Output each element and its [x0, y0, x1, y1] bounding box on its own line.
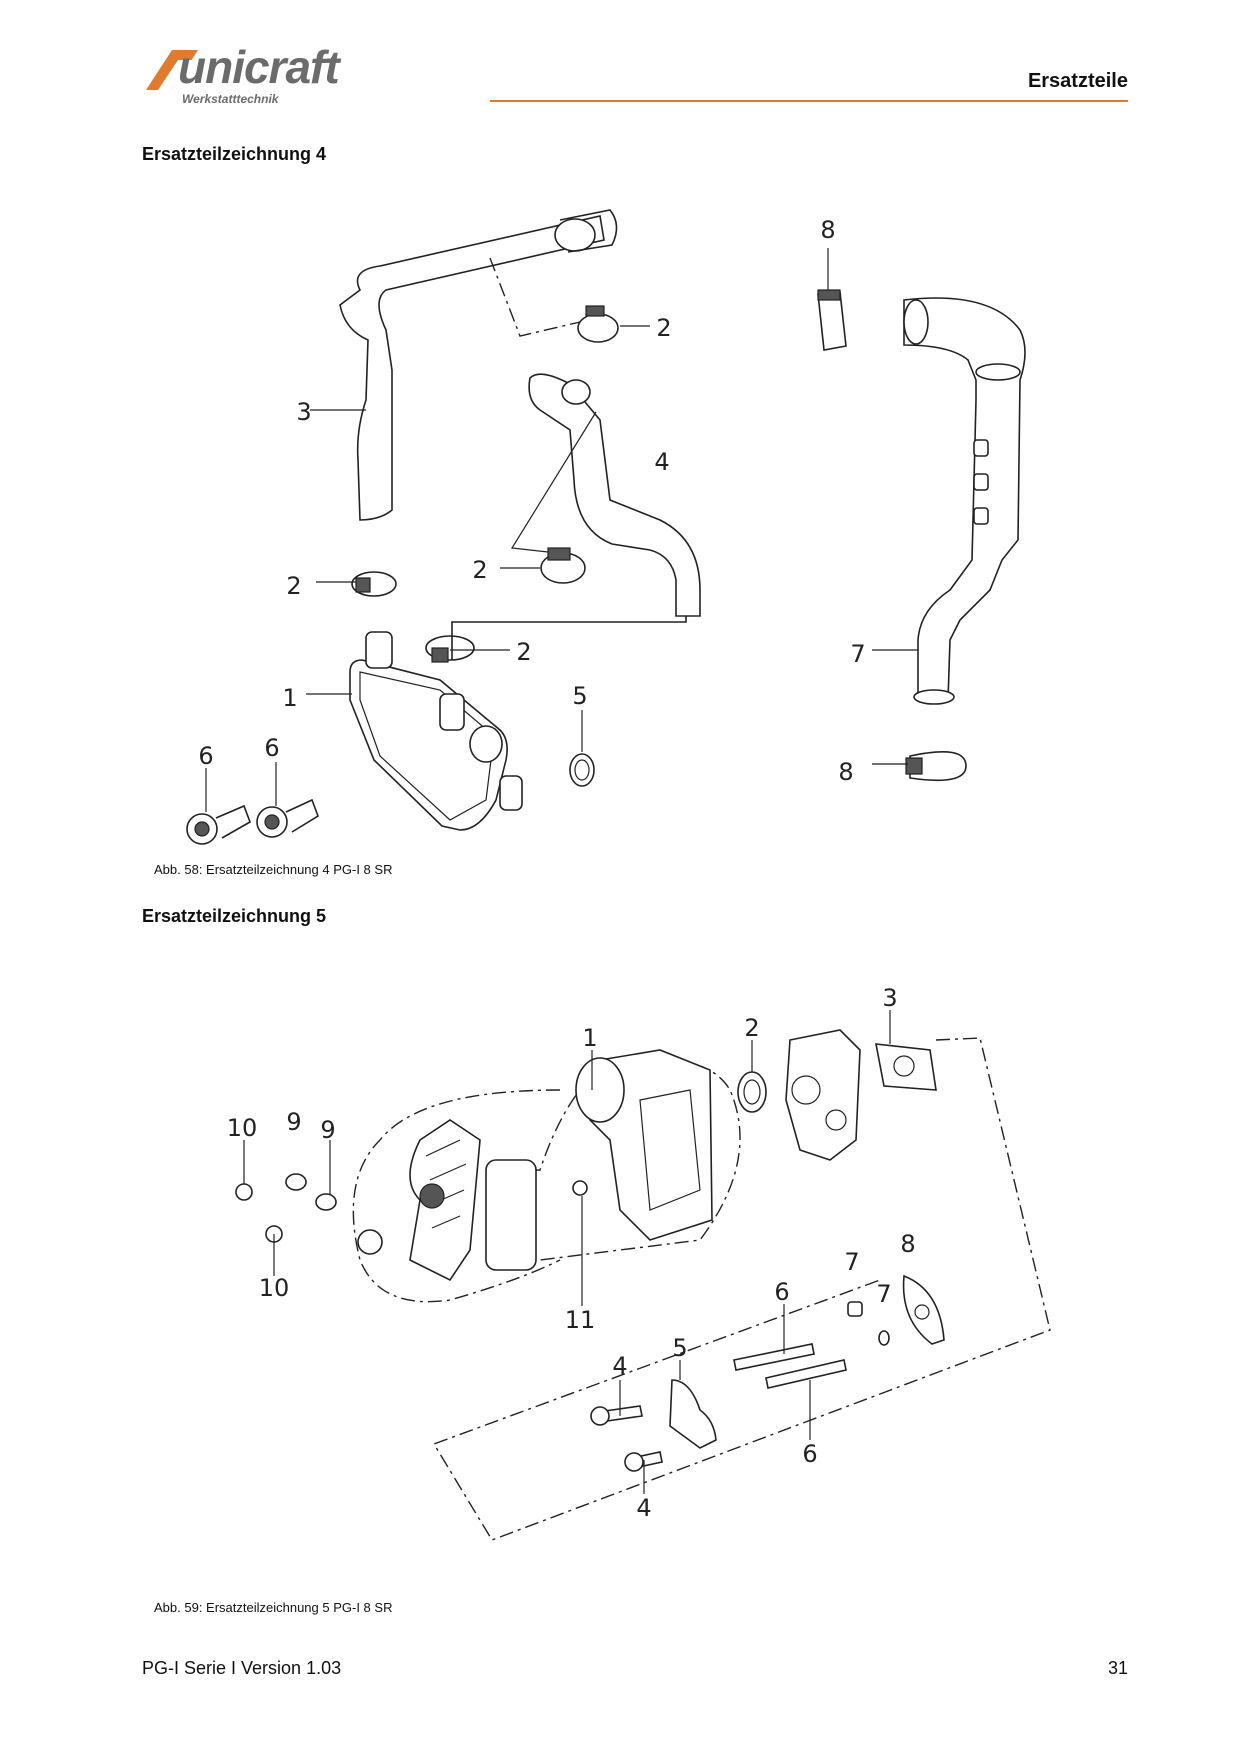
header-divider: [490, 100, 1128, 102]
callout-number: 3: [296, 398, 311, 426]
pipe-part-7: [903, 297, 1026, 705]
figure-5-caption: Abb. 59: Ersatzteilzeichnung 5 PG-I 8 SR: [154, 1600, 393, 1615]
callout-number: 1: [582, 1024, 597, 1052]
logo-wordmark: unicraft: [178, 41, 340, 93]
clamp-part-8: [817, 289, 967, 782]
callout-number: 4: [636, 1494, 651, 1522]
callout-number: 11: [565, 1306, 596, 1334]
exploded-drawing-4: 1 2 2 2 2 3 4 5 6 6 7 8 8: [186, 209, 1026, 845]
carburetor-part: [785, 1029, 861, 1161]
callout-number: 7: [850, 640, 865, 668]
callout-number: 9: [320, 1116, 335, 1144]
callout-number: 4: [612, 1352, 627, 1380]
mount-hardware: [590, 1274, 945, 1472]
muffler-box-part-1: [349, 631, 523, 831]
callout-number: 2: [744, 1014, 759, 1042]
callout-leaders-5: [243, 1010, 891, 1494]
callout-leaders-4: [205, 248, 918, 812]
air-filter-base-part-1: [575, 1049, 713, 1241]
unicraft-logo: [142, 44, 382, 106]
footer-page-number: 31: [1107, 1658, 1128, 1678]
logo-subtitle: Werkstatttechnik: [182, 92, 279, 106]
callout-number: 10: [227, 1114, 258, 1142]
callout-number: 6: [198, 742, 213, 770]
callout-labels-4: 1 2 2 2 2 3 4 5 6 6 7 8 8: [198, 216, 865, 786]
air-filter-cover-part: [357, 1119, 537, 1282]
callout-number: 2: [472, 556, 487, 584]
callout-number: 2: [286, 572, 301, 600]
callout-number: 8: [820, 216, 835, 244]
hose-clamp-part-2: [351, 305, 619, 663]
section-title: Ersatzteile: [1027, 70, 1128, 92]
callout-number: 7: [844, 1248, 859, 1276]
callout-number: 6: [264, 734, 279, 762]
figure-4-caption: Abb. 58: Ersatzteilzeichnung 4 PG-I 8 SR: [154, 862, 393, 877]
callout-number: 3: [882, 984, 897, 1012]
callout-number: 5: [572, 682, 587, 710]
callout-number: 10: [259, 1274, 290, 1302]
gasket-ring-part-2: [737, 1071, 767, 1113]
callout-number: 2: [656, 314, 671, 342]
bolt-part-6: [186, 798, 319, 845]
callout-number: 2: [516, 638, 531, 666]
gasket-part-3: [875, 1043, 937, 1091]
callout-number: 5: [672, 1334, 687, 1362]
figure-5-heading: Ersatzteilzeichnung 5: [142, 906, 327, 926]
callout-number: 4: [654, 448, 669, 476]
callout-number: 8: [900, 1230, 915, 1258]
figure-4-heading: Ersatzteilzeichnung 4: [142, 144, 327, 164]
hose-part-4: [451, 373, 701, 660]
callout-number: 6: [802, 1440, 817, 1468]
callout-number: 6: [774, 1278, 789, 1306]
callout-number: 9: [286, 1108, 301, 1136]
footer-document-version: PG-I Serie I Version 1.03: [142, 1658, 342, 1678]
callout-number: 1: [282, 684, 297, 712]
callout-number: 8: [838, 758, 853, 786]
seal-ring-part-5: [569, 753, 595, 787]
hose-part-3: [339, 209, 618, 521]
logo-mark-icon: [146, 50, 198, 90]
callout-number: 7: [876, 1280, 891, 1308]
